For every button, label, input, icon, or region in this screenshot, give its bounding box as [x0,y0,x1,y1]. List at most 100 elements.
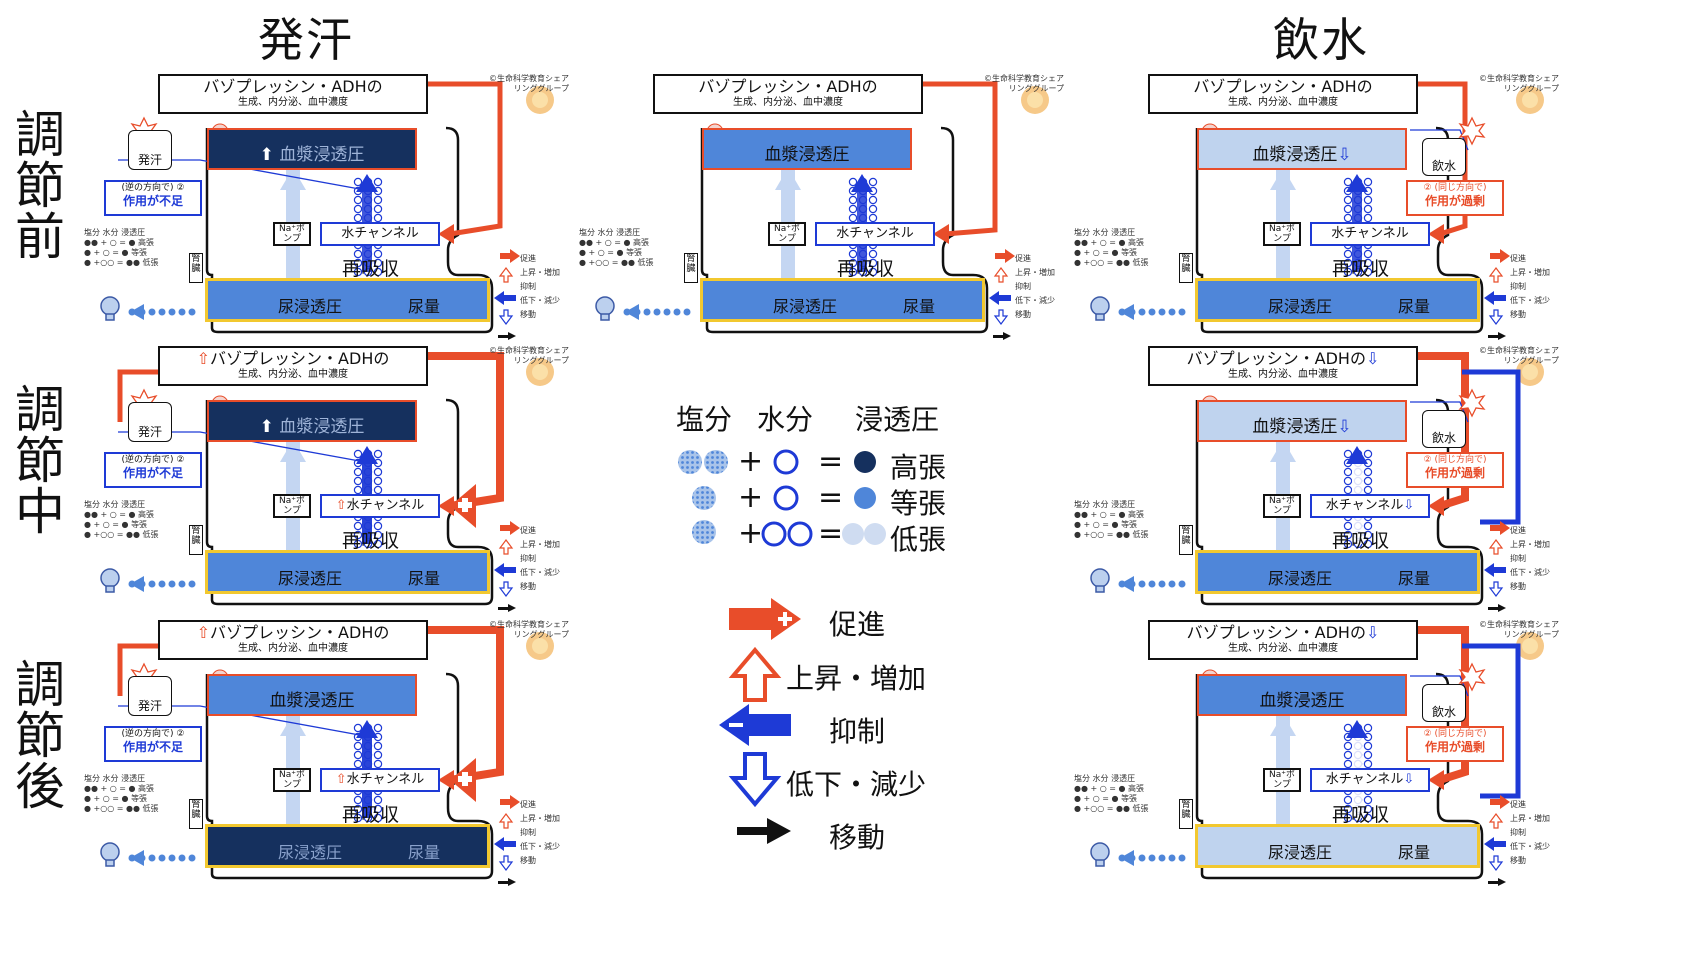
na-pump: Na⁺ポンプ [768,222,806,246]
salt-icon [692,486,716,510]
row-label-after: 調節後 [15,656,65,816]
urine-bar: 尿浸透圧 尿量 [205,824,490,868]
urine-bar: 尿浸透圧 尿量 [700,278,985,322]
bladder-icon [1090,296,1110,321]
na-pump: Na⁺ポンプ [1263,768,1301,792]
urine-osmotic-label: 尿浸透圧 [1268,569,1333,588]
adh-box: バゾプレッシン・ADHの 生成、内分泌、血中濃度 [653,74,923,114]
water-channel: 水チャンネル⇩ [1310,494,1430,518]
mini-legend: 塩分 水分 浸透圧●● + ○ = ● 高張● + ○ = ● 等張● +○○ … [579,228,654,267]
note-insufficient: (逆の方向で) ② 作用が不足 [104,452,202,488]
urine-volume-label: 尿量 [408,843,441,862]
water-channel: ⇧水チャンネル [320,768,440,792]
credit-text: ©生命科学教育シェアリンググループ [489,346,569,365]
urine-osmotic-label: 尿浸透圧 [278,297,343,316]
mini-legend: 塩分 水分 浸透圧●● + ○ = ● 高張● + ○ = ● 等張● +○○ … [1074,228,1149,267]
diagram-panel-sweat-0: バゾプレッシン・ADHの 生成、内分泌、血中濃度 ©生命科学教育シェアリンググル… [80,70,575,340]
urine-osmotic-label: 尿浸透圧 [1268,297,1333,316]
credit-text: ©生命科学教育シェアリンググループ [1479,346,1559,365]
plasma-osmotic-label: 血漿浸透圧 [1259,691,1345,711]
urine-osmotic-label: 尿浸透圧 [278,569,343,588]
legend-plus-3: + [738,516,764,551]
urine-flow [128,850,196,866]
reabsorption-label: 再吸収 [342,258,400,280]
increase-arrow-icon: ⇧ [196,349,211,368]
feedback-arrowhead [438,770,454,790]
adh-subtitle: 生成、内分泌、血中濃度 [1228,97,1338,108]
credit-text: ©生命科学教育シェアリンググループ [1479,74,1559,93]
mini-legend-arrows [1484,521,1510,612]
urine-volume-label: 尿量 [1398,297,1431,316]
column-title-drink: 飲水 [1273,13,1369,67]
kidney-label: 腎臓 [1179,253,1193,283]
water-channel: 水チャンネル [815,222,935,246]
sweat-box: 発汗 [128,130,172,170]
row-label-during: 調節中 [15,381,65,541]
adh-title: バゾプレッシン・ADHの⇩ [1186,623,1380,642]
kidney-label: 腎臓 [189,799,203,829]
water-channel: 水チャンネル⇩ [1310,768,1430,792]
na-pump: Na⁺ポンプ [273,768,311,792]
mini-legend-arrows [1484,795,1510,886]
drink-feedback [1462,369,1521,525]
adh-subtitle: 生成、内分泌、血中濃度 [238,643,348,654]
credit-text: ©生命科学教育シェアリンググループ [489,74,569,93]
mini-legend-right: 促進上昇・増加抑制低下・減少移動 [520,526,560,591]
feedback-line [425,352,504,510]
legend-move: 移動 [829,821,886,854]
water-channel: 水チャンネル [1310,222,1430,246]
legend-isotonic: 等張 [890,487,947,520]
mini-legend: 塩分 水分 浸透圧●● + ○ = ● 高張● + ○ = ● 等張● +○○ … [1074,500,1149,539]
diagram-panel-drink-1: バゾプレッシン・ADHの⇩ 生成、内分泌、血中濃度 ©生命科学教育シェアリンググ… [1070,342,1565,612]
mini-legend-arrows [494,521,520,612]
legend-inhibit: 抑制 [829,715,886,748]
water-icon [787,521,813,547]
reabsorption-label: 再吸収 [1332,530,1390,552]
promote-arrow-icon [729,598,801,640]
plasma-osmotic-label: 血漿浸透圧⇩ [1252,145,1352,165]
sweat-feedback [117,643,158,696]
kidney-label: 腎臓 [189,253,203,283]
legend-header-salt: 塩分 [676,403,733,436]
urine-flow [128,304,196,320]
brain-icon [1516,632,1544,660]
decrease-arrow-icon: ⇩ [1365,349,1380,368]
plasma-osmotic-label: 血漿浸透圧⇩ [1252,417,1352,437]
urine-volume-label: 尿量 [408,569,441,588]
plasma-osmotic-box: 血漿浸透圧⇩ [1197,400,1407,442]
urine-osmotic-label: 尿浸透圧 [773,297,838,316]
kidney-label: 腎臓 [684,253,698,283]
urine-flow [1118,850,1186,866]
plasma-osmotic-box: 血漿浸透圧 [702,128,912,170]
brain-icon [1516,358,1544,386]
adh-subtitle: 生成、内分泌、血中濃度 [733,97,843,108]
water-channel: ⇧水チャンネル [320,494,440,518]
drink-box: 飲水 [1422,138,1466,176]
row-label-before: 調節前 [15,106,65,266]
drink-feedback [1462,643,1521,799]
bladder-icon [100,842,120,867]
mini-legend-right: 促進上昇・増加抑制低下・減少移動 [520,254,560,319]
feedback-arrowhead [1428,496,1444,516]
adh-box: バゾプレッシン・ADHの 生成、内分泌、血中濃度 [1148,74,1418,114]
urine-flow [128,576,196,592]
hypertonic-icon [854,451,876,473]
promote-arrow-icon [450,484,476,528]
mini-legend-right: 促進上昇・増加抑制低下・減少移動 [520,800,560,865]
drink-box: 飲水 [1422,684,1466,722]
legend-hypertonic: 高張 [890,451,947,484]
mini-legend-right: 促進上昇・増加抑制低下・減少移動 [1510,526,1550,591]
salt-icon [692,520,716,544]
brain-icon [1021,86,1049,114]
inhibit-arrow-icon [719,704,791,746]
mini-legend: 塩分 水分 浸透圧●● + ○ = ● 高張● + ○ = ● 等張● +○○ … [84,228,159,267]
increase-arrow-icon [728,646,782,702]
drink-box: 飲水 [1422,410,1466,448]
adh-subtitle: 生成、内分泌、血中濃度 [1228,643,1338,654]
diagram-panel-neutral-0: バゾプレッシン・ADHの 生成、内分泌、血中濃度 ©生命科学教育シェアリンググル… [575,70,1070,340]
decrease-arrow-icon: ⇩ [1365,623,1380,642]
increase-arrow-icon: ⬆ [259,145,274,165]
feedback-arrowhead [1428,770,1444,790]
feedback-line [425,626,504,784]
credit-text: ©生命科学教育シェアリンググループ [984,74,1064,93]
